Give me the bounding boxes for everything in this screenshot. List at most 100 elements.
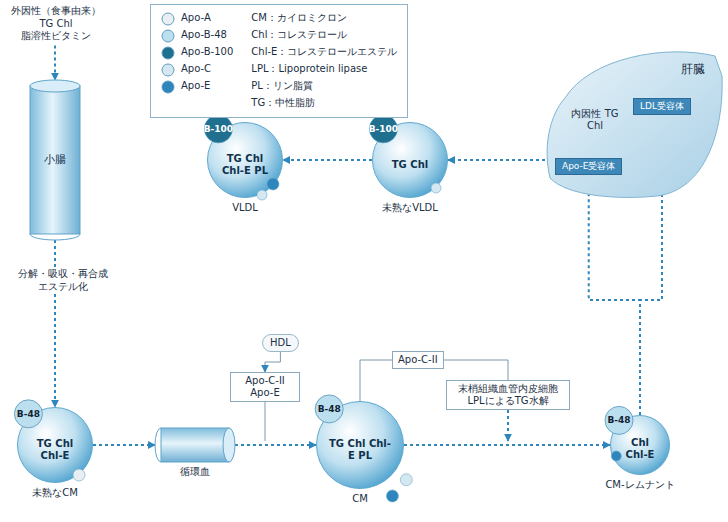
node-text: Apo-C-II bbox=[398, 354, 438, 366]
leader-line bbox=[265, 402, 266, 441]
lipoprotein-particle: B-48TG Chl Chl-E未熟なCM bbox=[17, 407, 93, 483]
apo-ball bbox=[267, 178, 279, 190]
flow-connector bbox=[360, 360, 392, 401]
legend-row: Apo-A bbox=[161, 11, 233, 26]
vessel-body bbox=[161, 428, 229, 462]
legend-text: Apo-C bbox=[181, 63, 211, 76]
apo-ball bbox=[73, 469, 85, 481]
node-text: 循環血 bbox=[180, 466, 210, 478]
legend-box: Apo-A Apo-B-48Apo-B-100Apo-C Apo-E CM：カイロミク… bbox=[150, 4, 408, 118]
apo-b-ball bbox=[315, 395, 343, 423]
abbreviation-row: Chl：コレステロール bbox=[251, 28, 397, 43]
apo-ball bbox=[400, 474, 412, 486]
vessel-start bbox=[155, 428, 161, 462]
leader-line bbox=[54, 46, 56, 81]
flow-connector bbox=[448, 159, 545, 161]
leader-line bbox=[507, 410, 509, 441]
flow-connector bbox=[444, 360, 508, 380]
lipoprotein-particle: B-48Chl Chl-ECM-レムナント bbox=[610, 415, 670, 475]
vessel-end bbox=[223, 428, 235, 462]
node-text: B-48 bbox=[607, 415, 630, 426]
note-label: 分解・吸収・再合成 エステル化 bbox=[4, 268, 122, 293]
node-text: Apo-E受容体 bbox=[562, 161, 615, 172]
legend-swatch bbox=[162, 81, 174, 93]
flow-connector bbox=[54, 240, 56, 407]
abbreviation-text: Chl：コレステロール bbox=[251, 29, 347, 42]
flow-connector bbox=[404, 444, 610, 446]
abbreviation-row: CM：カイロミクロン bbox=[251, 11, 397, 26]
legend-row: Apo-B-48 bbox=[161, 28, 233, 43]
abbreviation-text: TG：中性脂肪 bbox=[251, 97, 315, 110]
receptor-box: Apo-E受容体 bbox=[555, 158, 622, 175]
cylinder-body bbox=[30, 86, 80, 234]
legend-swatch-frame bbox=[161, 12, 175, 26]
node-text: TG Chl Chl-E bbox=[28, 438, 83, 462]
node-text: TG Chl bbox=[383, 159, 438, 171]
abbreviation-row: PL：リン脂質 bbox=[251, 79, 397, 94]
abbreviation-column: CM：カイロミクロン Chl：コレステロール Chl-E：コレステロールエステル LP… bbox=[251, 11, 397, 111]
apo-b-ball bbox=[605, 406, 633, 434]
node-text: CM bbox=[352, 493, 368, 505]
apo-ball bbox=[611, 451, 621, 461]
legend-text: Apo-B-100 bbox=[181, 46, 233, 59]
flow-connector bbox=[93, 444, 155, 446]
liver-organ: 肝臓内因性 TG Chl LDL受容体 Apo-E受容体 bbox=[545, 40, 723, 200]
lipoprotein-particle: B-100TG Chl Chl-E PLVLDL bbox=[207, 122, 283, 198]
apo-ball bbox=[431, 183, 441, 193]
lipoprotein-particle: B-48TG Chl Chl-E PLCM bbox=[316, 401, 404, 489]
label-box: 末梢組織血管内皮細胞 LPLによるTG水解 bbox=[446, 380, 570, 410]
legend-row: Apo-E bbox=[161, 79, 233, 94]
node-text: TG Chl Chl-E PL bbox=[218, 153, 273, 177]
node-text: 未熟なCM bbox=[32, 487, 78, 499]
node-text: 末梢組織血管内皮細胞 LPLによるTG水解 bbox=[452, 383, 564, 407]
lipoprotein-particle: B-100TG Chl未熟なVLDL bbox=[372, 122, 448, 198]
abbreviation-row: TG：中性脂肪 bbox=[251, 96, 397, 111]
node-text: 小腸 bbox=[44, 153, 66, 166]
node-text: 未熟なVLDL bbox=[382, 202, 438, 214]
apo-b-ball bbox=[369, 115, 397, 143]
liver-outline bbox=[547, 52, 722, 198]
node-text: 内因性 TG Chl bbox=[567, 108, 623, 132]
flow-connector bbox=[265, 352, 280, 372]
node-text: LDL受容体 bbox=[640, 101, 684, 112]
apo-b-ball bbox=[204, 115, 232, 143]
note-label: 外因性（食事由来） TG Chl 脂溶性ビタミン bbox=[5, 5, 107, 43]
node-text: Chl Chl-E bbox=[619, 437, 662, 461]
legend-text: Apo-A bbox=[181, 12, 211, 25]
node-text: 肝臓 bbox=[681, 62, 705, 76]
legend-column: Apo-A Apo-B-48Apo-B-100Apo-C Apo-E bbox=[161, 11, 233, 111]
abbreviation-text: LPL：Lipoprotein lipase bbox=[251, 63, 367, 76]
legend-swatch-frame bbox=[161, 46, 175, 60]
legend-swatch-frame bbox=[161, 63, 175, 77]
legend-swatch bbox=[162, 13, 174, 25]
node-text: B-100 bbox=[204, 123, 233, 134]
cylinder-bottom bbox=[30, 234, 80, 240]
legend-row: Apo-B-100 bbox=[161, 45, 233, 60]
label-box: 循環血 bbox=[155, 428, 235, 462]
abbreviation-row: Chl-E：コレステロールエステル bbox=[251, 45, 397, 60]
abbreviation-text: Chl-E：コレステロールエステル bbox=[251, 46, 397, 59]
abbreviation-row: LPL：Lipoprotein lipase bbox=[251, 62, 397, 77]
legend-swatch bbox=[162, 47, 174, 59]
legend-text: Apo-E bbox=[181, 80, 210, 93]
legend-text: Apo-B-48 bbox=[181, 29, 227, 42]
node-text: B-48 bbox=[318, 404, 341, 415]
cylinder-top bbox=[30, 80, 80, 92]
apo-b-ball bbox=[14, 400, 42, 428]
node-text: TG Chl Chl-E PL bbox=[329, 438, 392, 462]
node-text: B-100 bbox=[369, 123, 398, 134]
node-text: HDL bbox=[270, 337, 291, 349]
apo-ball bbox=[257, 190, 267, 200]
legend-swatch-frame bbox=[161, 29, 175, 43]
node-text: B-48 bbox=[17, 408, 40, 419]
node-text: Apo-C-II Apo-E bbox=[236, 375, 294, 399]
node-text: VLDL bbox=[232, 202, 258, 214]
apo-ball bbox=[386, 490, 398, 502]
legend-swatch bbox=[162, 64, 174, 76]
label-box: HDL bbox=[262, 334, 299, 352]
legend-swatch-frame bbox=[161, 80, 175, 94]
label-box: 小腸 bbox=[30, 80, 80, 240]
label-box: Apo-C-II bbox=[392, 351, 444, 369]
label-box: Apo-C-II Apo-E bbox=[230, 372, 300, 402]
